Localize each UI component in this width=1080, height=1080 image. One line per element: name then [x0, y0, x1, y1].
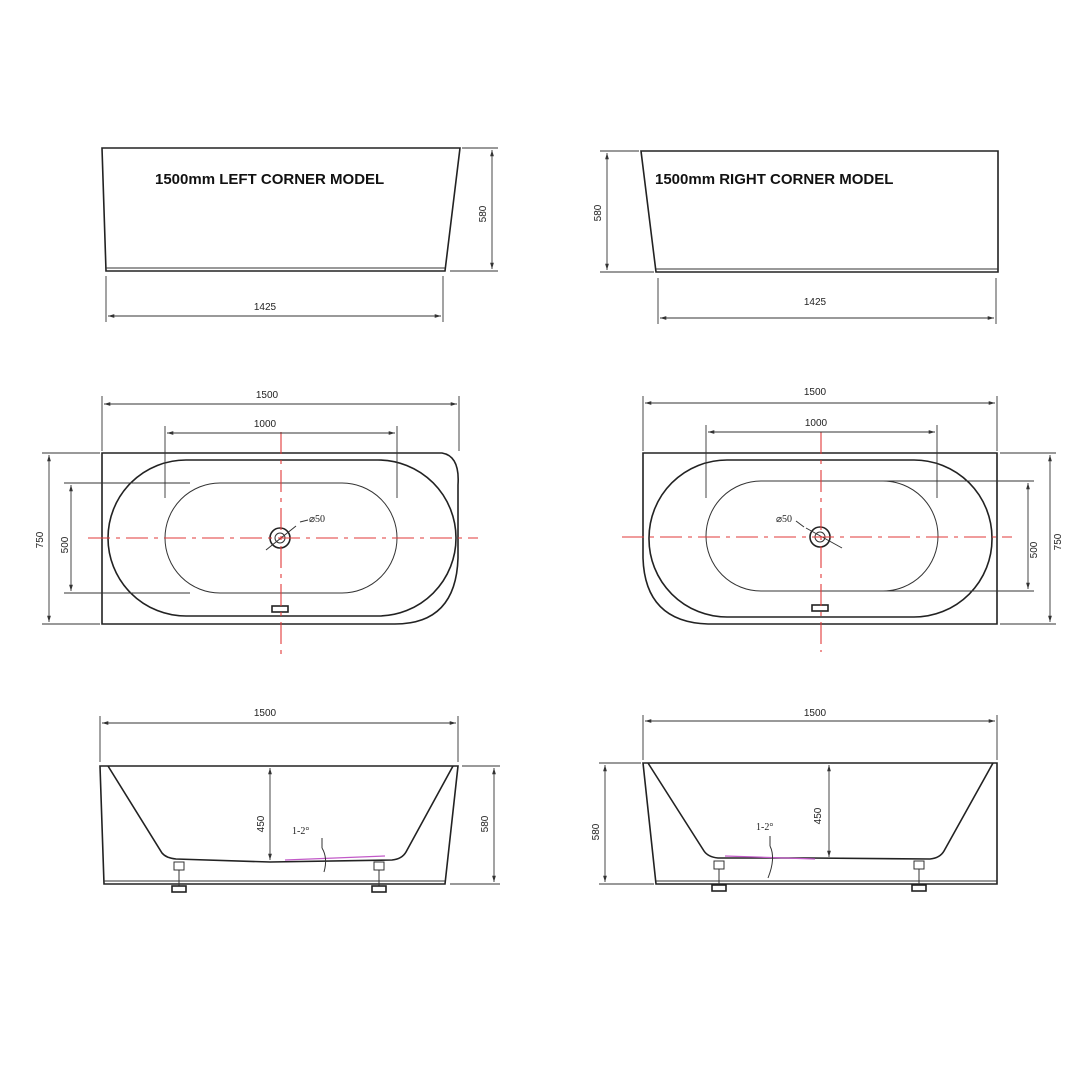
left-inner-profile	[107, 765, 454, 863]
left-title: 1500mm LEFT CORNER MODEL	[155, 171, 384, 188]
left-slope-line	[284, 855, 386, 861]
left-waste-diameter-label: ⌀50	[309, 514, 325, 525]
right-overflow	[811, 604, 829, 612]
right-plan-length-label: 1500	[804, 387, 827, 398]
left-plan-width-label: 750	[35, 531, 46, 548]
left-model: 1500mm LEFT CORNER MODEL 580 1425 ⌀50	[35, 147, 500, 893]
right-leg-2	[911, 860, 927, 892]
left-plan-view: ⌀50 1500 1000 750 500	[35, 390, 478, 656]
left-side-height-label: 580	[480, 815, 491, 832]
left-slope-label: 1-2°	[292, 826, 309, 837]
right-plan-view: ⌀50 1500 1000 500 750	[622, 387, 1064, 652]
right-title: 1500mm RIGHT CORNER MODEL	[655, 171, 893, 188]
left-leg-1	[171, 861, 187, 893]
left-side-length-label: 1500	[254, 708, 277, 719]
left-end-height-label: 580	[478, 205, 489, 222]
left-end-outline	[101, 147, 461, 272]
right-side-outline	[642, 762, 998, 885]
right-slope-line	[724, 855, 816, 860]
right-end-height-label: 580	[593, 204, 604, 221]
left-inner-depth-label: 450	[256, 815, 267, 832]
left-side-outline	[99, 765, 459, 885]
left-plan-outline	[101, 452, 459, 625]
left-leg-2	[371, 861, 387, 893]
right-inner-length-label: 1000	[805, 418, 828, 429]
left-end-elevation: 1500mm LEFT CORNER MODEL 580 1425	[101, 147, 498, 322]
right-basin	[705, 480, 939, 592]
right-inner-depth-label: 450	[813, 807, 824, 824]
left-inner-length-label: 1000	[254, 419, 277, 430]
left-side-elevation: 1-2° 1500 450 580	[99, 708, 500, 893]
right-inner-profile	[647, 762, 994, 860]
right-plan-width-label: 750	[1053, 533, 1064, 550]
right-side-length-label: 1500	[804, 708, 827, 719]
right-end-elevation: 1500mm RIGHT CORNER MODEL 580 1425	[593, 150, 999, 324]
right-base-length-label: 1425	[804, 297, 827, 308]
right-inner-width-label: 500	[1029, 541, 1040, 558]
right-plan-outline	[642, 452, 998, 625]
left-overflow	[271, 605, 289, 613]
right-waste-diameter-label: ⌀50	[776, 514, 792, 525]
right-end-outline	[640, 150, 999, 273]
left-plan-length-label: 1500	[256, 390, 279, 401]
left-inner-width-label: 500	[60, 536, 71, 553]
right-side-elevation: 1-2° 1500 450 580	[591, 708, 998, 892]
left-base-length-label: 1425	[254, 302, 277, 313]
right-model: 1500mm RIGHT CORNER MODEL 580 1425 ⌀50	[591, 150, 1064, 892]
right-slope-label: 1-2°	[756, 822, 773, 833]
right-side-height-label: 580	[591, 823, 602, 840]
right-leg-1	[711, 860, 727, 892]
